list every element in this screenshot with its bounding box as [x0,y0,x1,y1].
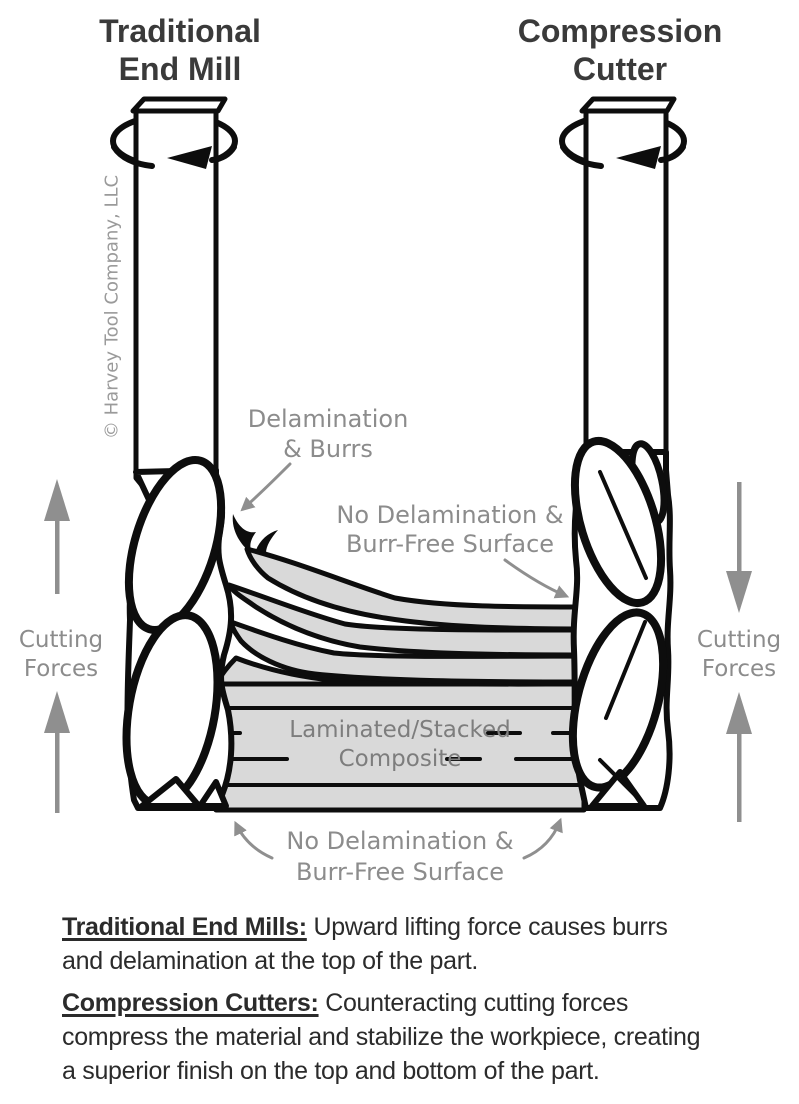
right-title: Compression Cutter [480,12,760,88]
label-cutting-forces-left: Cutting Forces [0,626,122,684]
copyright-text: © Harvey Tool Company, LLC [101,174,123,440]
right-title-line1: Compression [517,13,723,49]
burr-spikes [232,514,278,553]
label-delamination-burrs: Delamination & Burrs [228,404,428,464]
caption-compression-rest: Counteracting cutting forces [318,989,629,1017]
caption-traditional-rest: Upward lifting force causes burrs [306,913,668,941]
no-delam-bottom-right-arrow [522,817,563,860]
label-delamination-line1: Delamination [247,405,409,433]
caption-compression: Compression Cutters: Counteracting cutti… [62,986,786,1088]
caption-traditional-line2: and delamination at the top of the part. [62,947,479,975]
right-title-line2: Cutter [572,51,668,87]
cutting-force-arrow-left-bottom [44,691,70,813]
caption-traditional: Traditional End Mills: Upward lifting fo… [62,910,786,978]
label-no-delam-top-line1: No Delamination & [336,501,564,529]
cutting-force-arrow-left-top [44,479,70,594]
right-cutter-flutes [568,436,674,811]
caption-compression-lead: Compression Cutters: [62,989,319,1017]
caption-traditional-lead: Traditional End Mills: [62,913,307,941]
no-delam-bottom-left-arrow [234,820,274,860]
label-no-delam-bottom-line1: No Delamination & [286,827,514,855]
cutting-force-arrows [44,479,752,822]
cutting-force-arrow-right-bottom [726,692,752,822]
left-title: Traditional End Mill [40,12,320,88]
label-forces-right-line2: Forces [701,656,777,682]
delaminated-layers [213,546,587,687]
label-composite-line2: Composite [338,746,462,772]
delamination-pointer-arrow [240,462,292,512]
label-delamination-line2: & Burrs [283,435,373,463]
label-forces-left-line2: Forces [23,656,99,682]
left-title-line2: End Mill [118,51,242,87]
left-endmill [110,96,238,811]
caption-compression-line3: a superior finish on the top and bottom … [62,1057,600,1085]
label-laminated-composite: Laminated/Stacked Composite [288,716,512,774]
left-title-line1: Traditional [99,13,261,49]
right-compression-cutter [559,96,687,811]
cutting-force-arrow-right-top [726,482,752,613]
caption-text: Traditional End Mills: Upward lifting fo… [62,910,786,1096]
label-no-delam-top-line2: Burr-Free Surface [345,530,555,558]
label-forces-left-line1: Cutting [18,627,104,653]
annotation-arrows [234,462,570,860]
label-no-delamination-top: No Delamination & Burr-Free Surface [316,501,584,559]
label-cutting-forces-right: Cutting Forces [678,626,799,684]
label-composite-line1: Laminated/Stacked [289,717,511,743]
left-endmill-flutes [122,456,235,811]
label-forces-right-line1: Cutting [696,627,782,653]
label-no-delam-bottom-line2: Burr-Free Surface [295,858,505,886]
label-no-delamination-bottom: No Delamination & Burr-Free Surface [266,826,534,888]
no-delam-top-pointer-arrow [503,558,570,599]
caption-compression-line2: compress the material and stabilize the … [62,1023,701,1051]
